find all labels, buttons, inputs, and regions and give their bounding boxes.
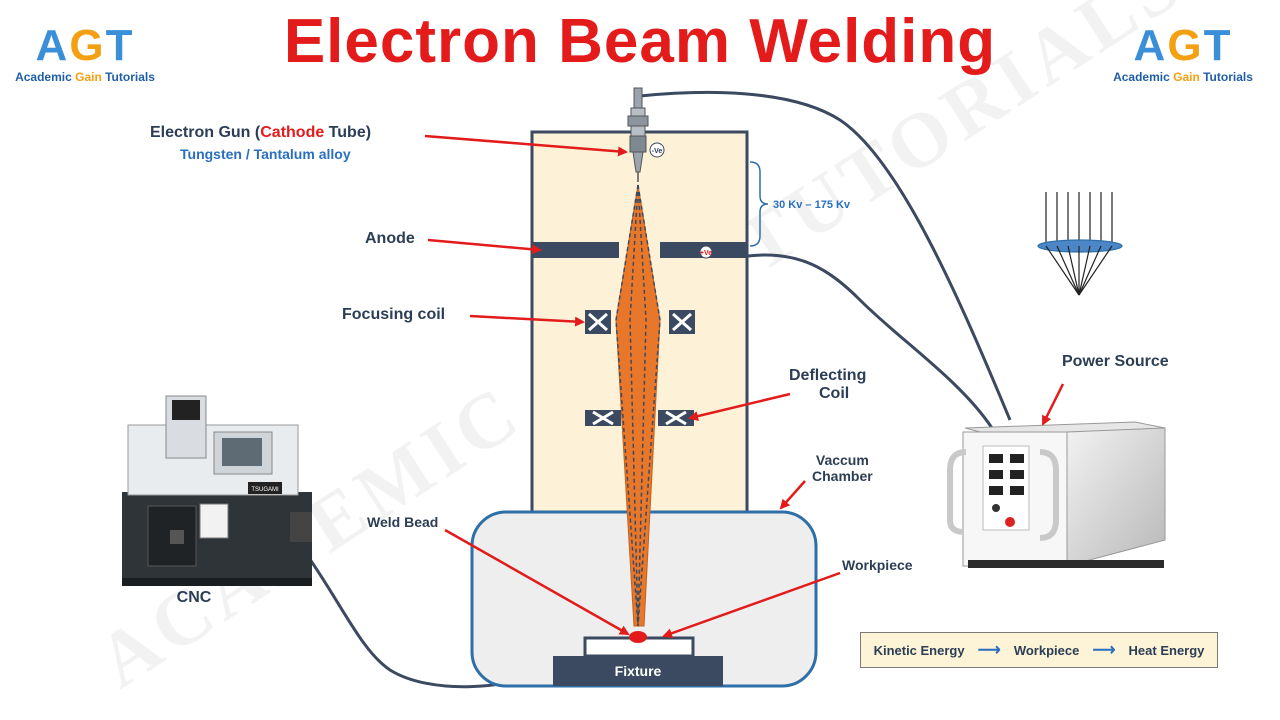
arrow-focusing-coil <box>469 314 585 327</box>
anode-plate-left <box>533 242 619 258</box>
negative-terminal <box>649 142 665 158</box>
arrow-right-icon: ⟶ <box>977 642 1001 659</box>
power-cable-gun <box>639 90 1012 421</box>
arrow-vacuum-chamber <box>779 480 806 510</box>
workpiece-label: Workpiece <box>842 557 913 573</box>
cnc-machine: TSUGAMI <box>122 395 312 586</box>
arrow-anode <box>427 238 542 255</box>
deflecting-coil-right <box>658 410 694 426</box>
electron-gun-material: Tungsten / Tantalum alloy <box>180 146 351 162</box>
positive-terminal <box>699 245 713 259</box>
focusing-coil-left <box>585 310 611 334</box>
focusing-coil-right <box>669 310 695 334</box>
electron-gun-label: Electron Gun (Cathode Tube) <box>150 124 372 141</box>
beam-paths <box>615 184 661 627</box>
arrow-electron-gun <box>424 134 628 157</box>
page-title: Electron Beam Welding <box>283 7 997 76</box>
electron-gun <box>627 87 649 182</box>
agt-logo-right: AGT Academic Gain Tutorials <box>1113 21 1253 85</box>
fixture <box>553 656 723 686</box>
arrow-right-icon: ⟶ <box>1092 642 1116 659</box>
power-source-label: Power Source <box>1062 353 1169 370</box>
power-source <box>947 421 1166 568</box>
arrow-workpiece <box>662 571 841 639</box>
focusing-lens-icon <box>1037 192 1123 296</box>
negative-terminal-label: -Ve <box>652 148 663 155</box>
cnc-label: CNC <box>177 589 212 606</box>
deflecting-coil-left <box>585 410 621 426</box>
power-cable-anode <box>747 253 994 429</box>
arrow-power-source <box>1041 383 1065 426</box>
fixture-label: Fixture <box>615 663 662 679</box>
arrow-weld-bead <box>444 528 630 636</box>
cnc-brand: TSUGAMI <box>251 487 279 493</box>
voltage-bracket <box>749 161 769 247</box>
anode-label: Anode <box>365 230 415 247</box>
agt-logo-left: AGT Academic Gain Tutorials <box>15 21 155 85</box>
weld-bead-label: Weld Bead <box>367 514 439 530</box>
positive-terminal-label: +Ve <box>700 250 712 257</box>
energy-step-2: Workpiece <box>1013 642 1080 658</box>
focusing-coil-label: Focusing coil <box>342 306 446 323</box>
voltage-label: 30 Kv – 175 Kv <box>773 199 851 211</box>
energy-step-3: Heat Energy <box>1128 642 1205 658</box>
energy-step-1: Kinetic Energy <box>873 642 965 658</box>
arrow-deflecting-coil <box>688 392 791 421</box>
energy-flow-box: Kinetic Energy ⟶ Workpiece ⟶ Heat Energy <box>860 632 1218 668</box>
weld-bead <box>629 631 647 643</box>
